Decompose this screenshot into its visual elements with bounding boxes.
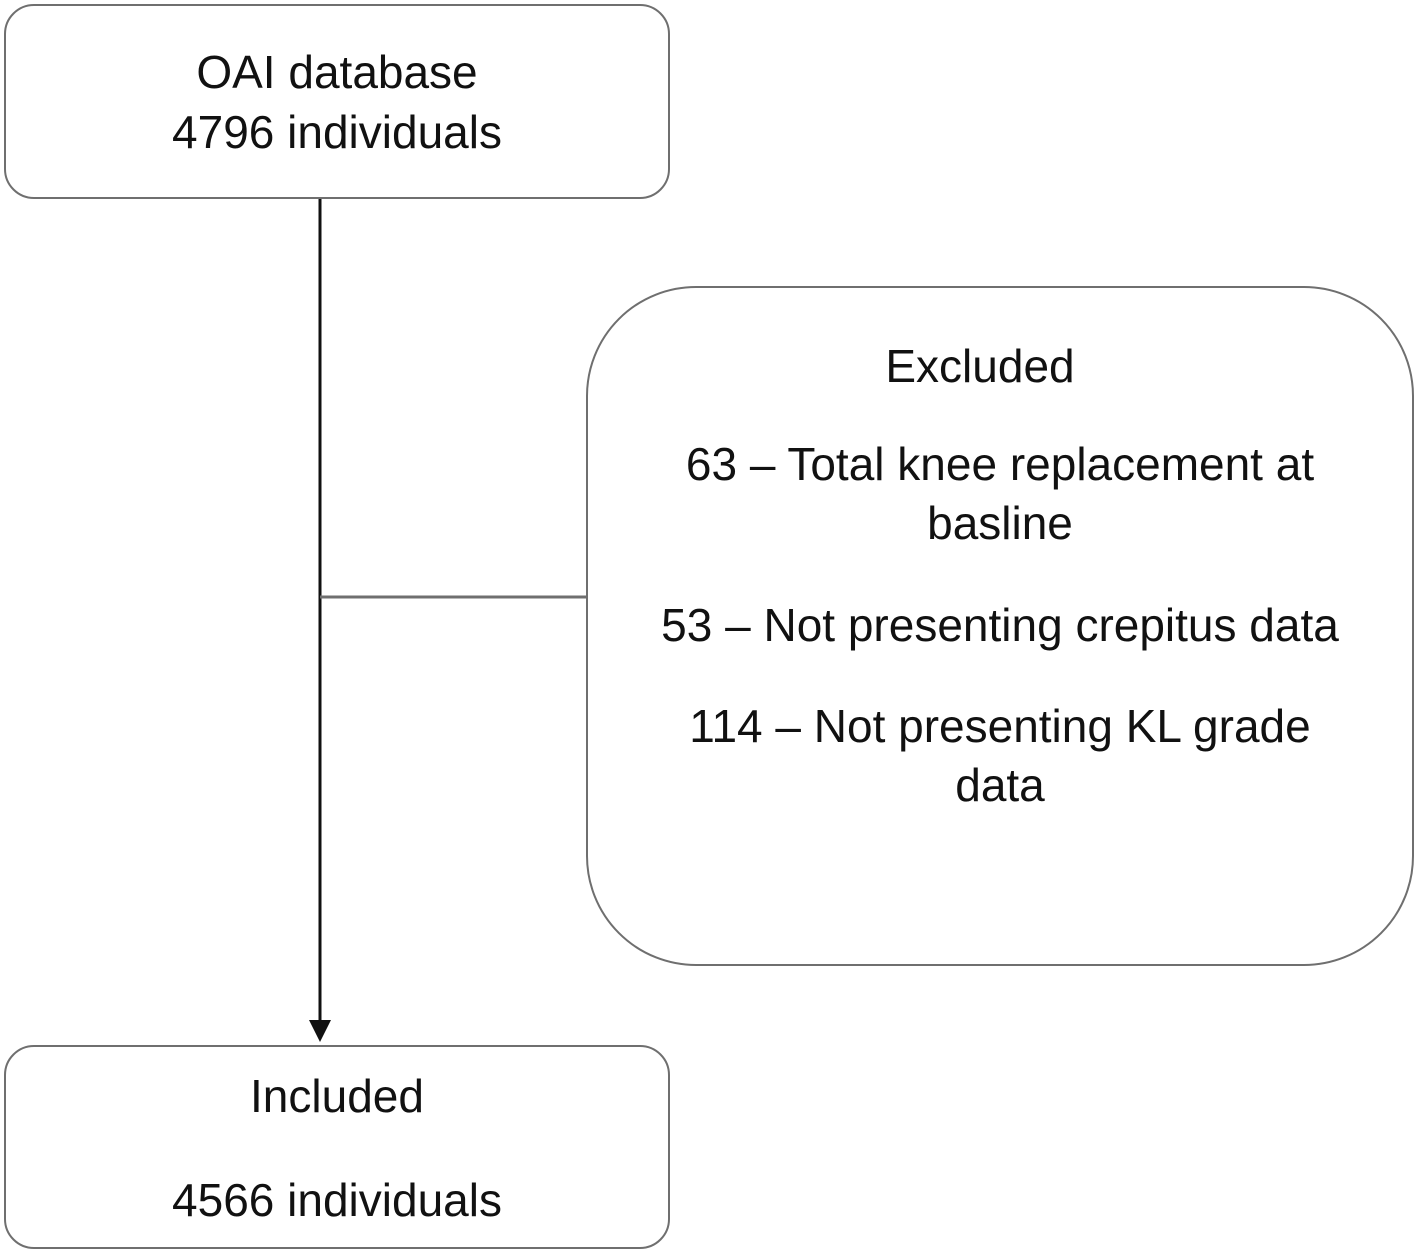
excluded-box: Excluded 63 – Total knee replacement at … <box>586 286 1414 966</box>
oai-database-label: OAI database <box>196 46 478 98</box>
included-count: 4566 individuals <box>172 1174 502 1226</box>
included-title: Included <box>250 1070 424 1122</box>
exclusion-item-1-line-1: 63 – Total knee replacement at <box>685 438 1315 490</box>
excluded-title: Excluded <box>885 340 1075 392</box>
exclusion-item-2: 53 – Not presenting crepitus data <box>661 599 1339 651</box>
down-arrowhead <box>309 1020 331 1042</box>
exclusion-item-1-line-2: basline <box>927 497 1073 549</box>
exclusion-item-3-line-2: data <box>955 759 1045 811</box>
oai-database-count: 4796 individuals <box>172 106 502 158</box>
oai-database-box: OAI database 4796 individuals <box>4 4 670 199</box>
exclusion-item-3-line-1: 114 – Not presenting KL grade <box>689 700 1311 752</box>
included-box: Included 4566 individuals <box>4 1045 670 1249</box>
